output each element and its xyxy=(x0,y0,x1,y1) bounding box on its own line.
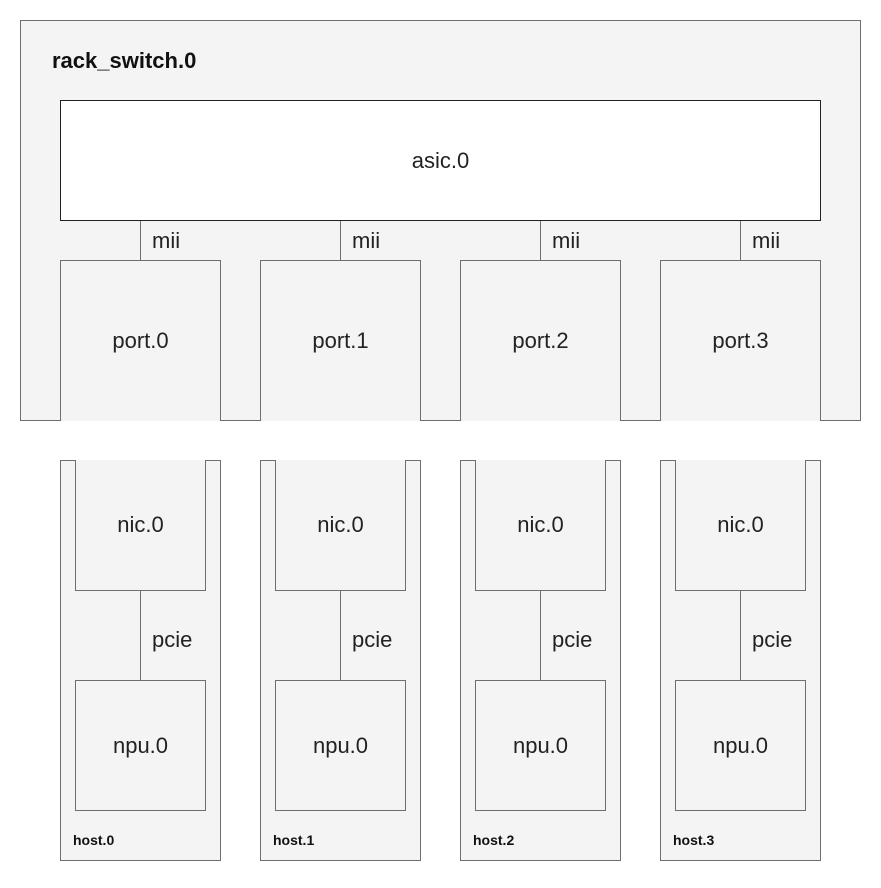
pcie-link-2 xyxy=(540,591,541,680)
npu-label-1: npu.0 xyxy=(312,732,369,758)
npu-node-0: npu.0 xyxy=(75,680,206,811)
port-label-1: port.1 xyxy=(312,328,369,353)
mii-label-1: mii xyxy=(352,228,381,253)
port-label-0: port.0 xyxy=(112,328,169,353)
port-node-2: port.2 xyxy=(460,260,621,421)
nic-node-1: nic.0 xyxy=(275,460,406,591)
nic-node-3: nic.0 xyxy=(675,460,806,591)
port-label-2: port.2 xyxy=(512,328,569,353)
mii-link-2 xyxy=(540,221,541,260)
host-title-1: host.1 xyxy=(273,832,315,848)
host-title-0: host.0 xyxy=(73,832,115,848)
pcie-label-1: pcie xyxy=(352,627,393,652)
mii-link-3 xyxy=(740,221,741,260)
mii-link-1 xyxy=(340,221,341,260)
nic-label-0: nic.0 xyxy=(117,512,164,537)
pcie-link-3 xyxy=(740,591,741,680)
pcie-label-3: pcie xyxy=(752,627,793,652)
nic-label-2: nic.0 xyxy=(517,512,564,537)
port-node-1: port.1 xyxy=(260,260,421,421)
nic-label-3: nic.0 xyxy=(717,512,764,537)
npu-node-2: npu.0 xyxy=(475,680,606,811)
npu-node-1: npu.0 xyxy=(275,680,406,811)
nic-node-0: nic.0 xyxy=(75,460,206,591)
mii-link-0 xyxy=(140,221,141,260)
rack-switch-title: rack_switch.0 xyxy=(52,48,197,73)
npu-node-3: npu.0 xyxy=(675,680,806,811)
npu-label-2: npu.0 xyxy=(512,732,569,758)
asic-node: asic.0 xyxy=(60,100,821,221)
npu-label-0: npu.0 xyxy=(112,732,169,758)
mii-label-2: mii xyxy=(552,228,581,253)
mii-label-0: mii xyxy=(152,228,181,253)
port-node-0: port.0 xyxy=(60,260,221,421)
mii-label-3: mii xyxy=(752,228,781,253)
host-title-2: host.2 xyxy=(473,832,515,848)
pcie-link-1 xyxy=(340,591,341,680)
nic-node-2: nic.0 xyxy=(475,460,606,591)
port-node-3: port.3 xyxy=(660,260,821,421)
pcie-label-0: pcie xyxy=(152,627,193,652)
host-title-3: host.3 xyxy=(673,832,715,848)
npu-label-3: npu.0 xyxy=(712,732,769,758)
pcie-label-2: pcie xyxy=(552,627,593,652)
asic-label: asic.0 xyxy=(411,147,470,173)
pcie-link-0 xyxy=(140,591,141,680)
nic-label-1: nic.0 xyxy=(317,512,364,537)
port-label-3: port.3 xyxy=(712,328,769,353)
